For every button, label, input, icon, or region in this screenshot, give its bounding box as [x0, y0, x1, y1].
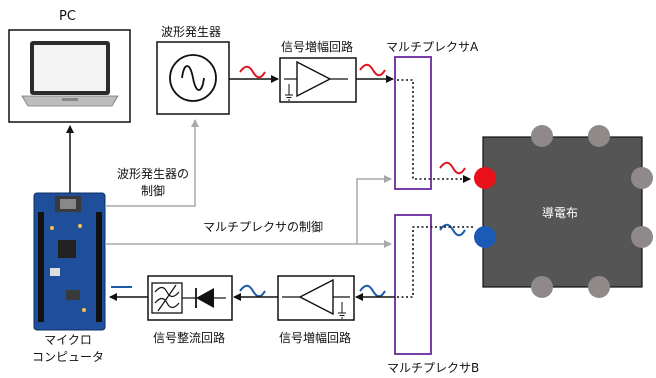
sine-wave-icon [169, 54, 217, 102]
electrode [631, 167, 653, 189]
electrode-red [474, 167, 496, 189]
waveform-generator-label: 波形発生器 [161, 25, 222, 39]
control-waveform-label-line2: 制御 [140, 184, 165, 198]
electrode [531, 276, 553, 298]
multiplexer-a-label: マルチプレクサA [386, 40, 479, 54]
red-wave-icon [239, 65, 266, 79]
control-waveform-label: 波形発生器の 制御 [110, 167, 196, 198]
amplifier-top-label: 信号増幅回路 [281, 40, 354, 54]
laptop-icon [21, 41, 119, 107]
blue-wave-icon [239, 284, 266, 298]
pc-box [8, 29, 131, 123]
amplifier-bottom-label: 信号増幅回路 [279, 331, 352, 345]
microcontroller-label-line1: マイクロ [44, 333, 92, 347]
microcontroller-board-icon [33, 192, 106, 331]
control-line-waveform [105, 119, 199, 207]
electrode [588, 125, 610, 147]
diode-icon [182, 288, 226, 308]
microcontroller-label: マイクロ コンピュータ [8, 333, 128, 364]
amplifier-triangle-icon [282, 278, 350, 319]
electrode-blue [474, 226, 496, 248]
lowpass-filter-icon [151, 282, 183, 314]
pc-label: PC [59, 9, 76, 24]
waveform-generator-box [156, 41, 230, 115]
rectifier-label: 信号整流回路 [153, 331, 226, 345]
electrode [631, 226, 653, 248]
mux-b-switch-path [397, 226, 473, 298]
conductive-cloth-label: 導電布 [542, 206, 579, 220]
amplifier-bottom-box [277, 275, 355, 321]
red-wave-icon [359, 63, 386, 77]
red-wave-icon [439, 161, 466, 175]
microcontroller-label-line2: コンピュータ [31, 350, 104, 364]
rectifier-box [147, 275, 233, 321]
electrode [588, 276, 610, 298]
electrode [531, 125, 553, 147]
control-line-mux [105, 175, 392, 245]
control-waveform-label-line1: 波形発生器の [116, 167, 189, 181]
control-mux-label: マルチプレクサの制御 [203, 220, 324, 234]
amplifier-top-box [279, 57, 357, 103]
amplifier-triangle-icon [284, 60, 348, 101]
blue-wave-icon [439, 223, 466, 237]
blue-wave-icon [359, 284, 386, 298]
multiplexer-b-label: マルチプレクサB [387, 361, 480, 375]
conductive-cloth [474, 125, 653, 298]
